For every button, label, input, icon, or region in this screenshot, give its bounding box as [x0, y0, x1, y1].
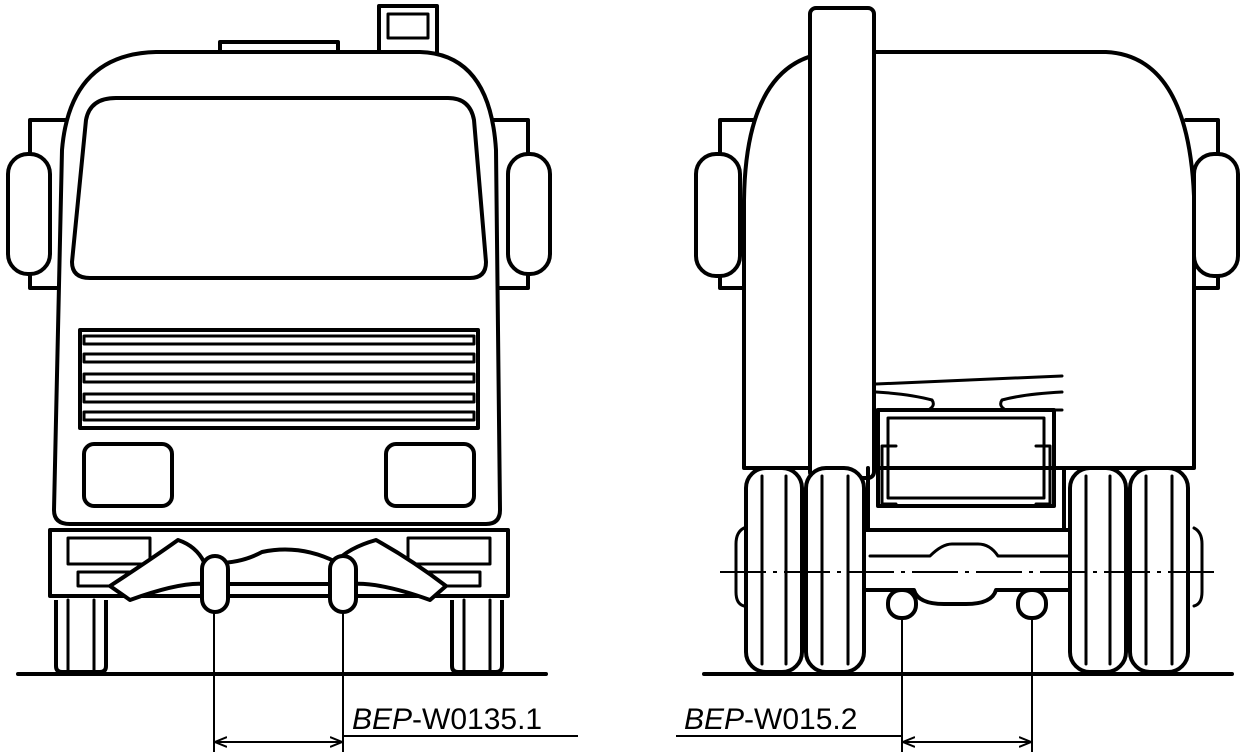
- front-windshield: [70, 96, 488, 280]
- front-right-headlight: [384, 442, 476, 508]
- front-caption-suffix: -W0135.1: [412, 703, 542, 736]
- front-cab-body: [52, 50, 502, 526]
- rear-right-shock: [1016, 588, 1048, 620]
- front-left-wheel: [54, 598, 108, 674]
- front-caption: BEP-W0135.1: [352, 703, 542, 736]
- rear-left-mirror: [694, 118, 758, 290]
- front-left-headlight: [82, 442, 174, 508]
- rear-caption-prefix: BEP: [684, 703, 744, 736]
- front-left-knuckle: [200, 554, 230, 614]
- rear-view-figure: BEP-W015.2: [676, 6, 1240, 752]
- front-dimension: [213, 612, 578, 752]
- rear-dimension: [676, 618, 1033, 752]
- rear-caption-suffix: -W015.2: [744, 703, 857, 736]
- rear-axle-housing: [860, 528, 1074, 606]
- front-view-figure: BEP-W0135.1: [6, 4, 578, 752]
- front-right-wheel: [450, 598, 504, 674]
- rear-caption: BEP-W015.2: [684, 703, 857, 736]
- rear-right-dual-wheels: [1068, 466, 1204, 674]
- front-caption-prefix: BEP: [352, 703, 412, 736]
- rear-chassis-frame: [866, 408, 1066, 532]
- front-grille: [78, 328, 480, 430]
- front-right-knuckle: [328, 554, 358, 614]
- front-left-mirror: [6, 118, 68, 290]
- front-right-mirror: [486, 118, 552, 290]
- rear-exhaust-stack: [808, 6, 876, 480]
- rear-left-shock: [886, 588, 918, 620]
- rear-left-dual-wheels: [734, 466, 866, 674]
